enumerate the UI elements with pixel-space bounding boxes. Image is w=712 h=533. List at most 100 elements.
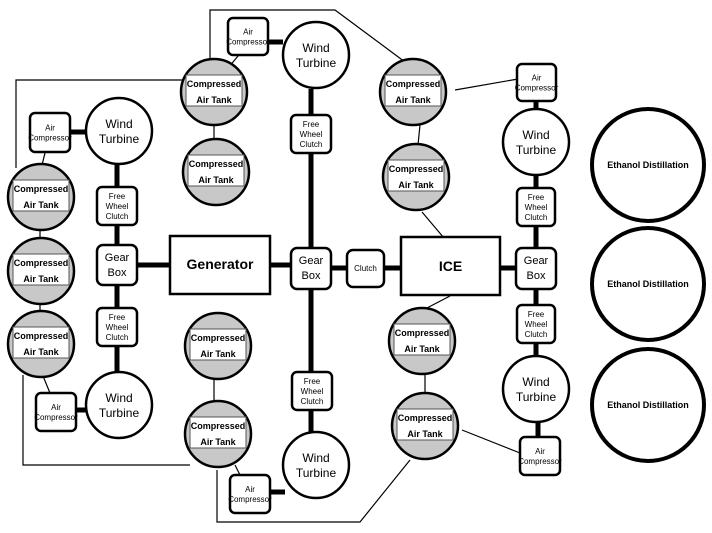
- free-wheel-clutch-shape: [95, 185, 139, 227]
- tank-label: Air Tank: [23, 274, 59, 284]
- generator-label: Generator: [187, 256, 254, 272]
- pipe-bottom-outline: [216, 459, 411, 523]
- wind-turbine-shape: [281, 430, 351, 500]
- tank-label: Compressed: [187, 79, 242, 89]
- ice-engine[interactable]: ICE: [399, 235, 502, 297]
- pipe-top-outline: [209, 9, 406, 70]
- free-wheel-clutch-shape: [289, 113, 333, 155]
- tank-label-panel: [387, 159, 445, 192]
- clutch[interactable]: Clutch: [345, 248, 386, 289]
- pipe-bottom-tank-to-compressor: [234, 464, 241, 476]
- tank-label: Compressed: [191, 421, 246, 431]
- air-compressor-label: Compressor: [515, 84, 559, 93]
- tank-label: Air Tank: [198, 175, 234, 185]
- tank-label-panel: [12, 179, 70, 212]
- wind-turbine-label: Wind: [522, 128, 549, 142]
- pipe-right-tank-to-compressor-top: [454, 78, 519, 91]
- pipe-bottom-left-outline: [22, 375, 190, 466]
- pipe-right-tank-pair-top: [417, 124, 421, 146]
- ethanol-distillation[interactable]: Ethanol Distillation: [590, 226, 706, 342]
- wind-turbine-label: Turbine: [516, 143, 557, 157]
- free-wheel-clutch-label: Wheel: [301, 387, 324, 396]
- tank-label: Air Tank: [398, 180, 434, 190]
- free-wheel-clutch-label: Wheel: [106, 323, 129, 332]
- pipe-right-tank-to-compressor-bottom: [461, 429, 521, 454]
- ethanol-distillation[interactable]: Ethanol Distillation: [590, 347, 706, 463]
- wind-turbine-shape: [501, 354, 571, 424]
- tank-label-panel: [396, 408, 454, 441]
- free-wheel-clutch-label: Free: [303, 120, 320, 129]
- wind-turbine-label: Wind: [522, 375, 549, 389]
- clutch-shape: [345, 248, 386, 289]
- tank-label: Compressed: [14, 184, 69, 194]
- tank-label-panel: [12, 253, 70, 286]
- air-compressor-shape: [518, 435, 562, 477]
- free-wheel-clutch-label: Free: [109, 192, 126, 201]
- gear-box-label: Box: [527, 270, 546, 282]
- clutch-label: Clutch: [354, 264, 377, 273]
- free-wheel-clutch-label: Wheel: [525, 203, 548, 212]
- ice-label: ICE: [439, 258, 462, 274]
- tank-label-panel: [185, 74, 243, 107]
- free-wheel-clutch-shape: [290, 370, 334, 412]
- free-wheel-clutch-label: Clutch: [301, 397, 324, 406]
- tank-label-panel: [393, 323, 451, 356]
- wind-turbine-shape: [84, 370, 154, 440]
- air-compressor-label: Compressor: [226, 38, 270, 47]
- free-wheel-clutch-label: Free: [304, 377, 321, 386]
- wind-turbine-label: Turbine: [99, 132, 140, 146]
- tank-label-panel: [384, 74, 442, 107]
- free-wheel-clutch-label: Free: [528, 193, 545, 202]
- air-compressor-label: Compressor: [34, 413, 78, 422]
- tank-label: Compressed: [14, 258, 69, 268]
- wind-turbine-label: Turbine: [296, 56, 337, 70]
- wind-turbine-label: Wind: [302, 451, 329, 465]
- gear-box-shape: [514, 246, 558, 291]
- air-compressor-shape: [228, 473, 272, 515]
- wind-turbine-shape: [501, 107, 571, 177]
- gear-box-label: Box: [302, 270, 321, 282]
- free-wheel-clutch-label: Wheel: [300, 130, 323, 139]
- ethanol-distillation[interactable]: Ethanol Distillation: [590, 107, 706, 223]
- gear-box-label: Gear: [299, 255, 324, 267]
- gear-box-label: Gear: [105, 252, 130, 264]
- generator[interactable]: Generator: [168, 234, 272, 296]
- pipe-right-tank-to-ice: [421, 211, 445, 239]
- free-wheel-clutch-label: Free: [109, 313, 126, 322]
- free-wheel-clutch-label: Clutch: [300, 140, 323, 149]
- air-compressor-shape: [515, 62, 558, 103]
- tank-label: Air Tank: [23, 347, 59, 357]
